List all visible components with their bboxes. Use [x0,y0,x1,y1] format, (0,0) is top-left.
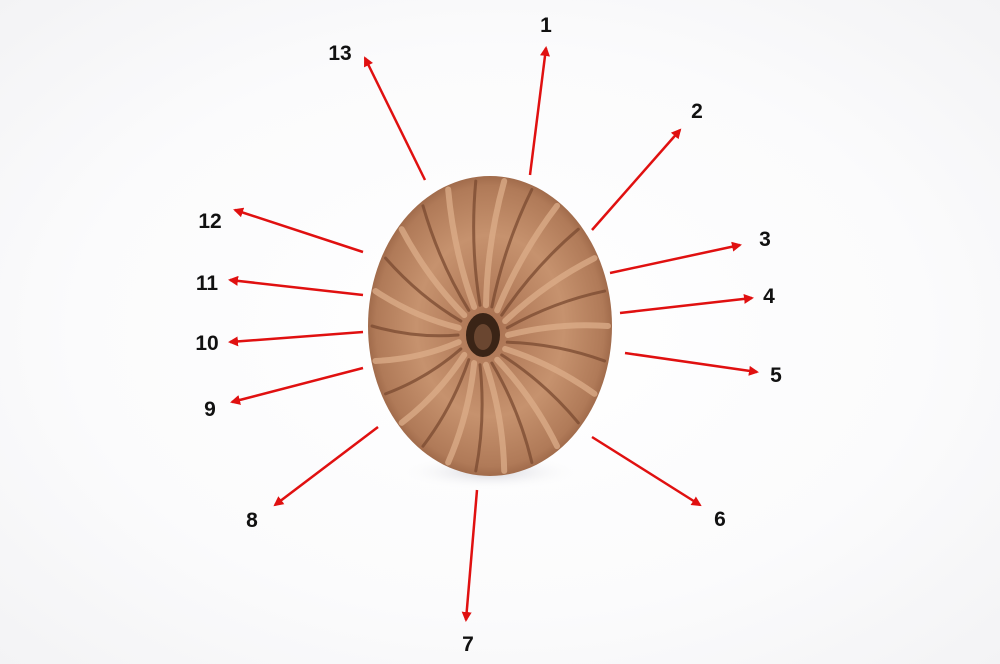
bead-ridge [490,361,534,465]
bead-ridge [445,360,478,466]
facet-label-5: 5 [770,364,782,387]
bead-ridges [370,178,611,474]
arrow-line [591,435,702,507]
bead-ridge [384,347,463,396]
arrow-5: 5 [624,351,782,387]
bead-ridge [474,363,484,473]
arrow-2: 2 [591,100,703,231]
bead-ridge [502,255,598,325]
bead-ridge [398,351,468,426]
arrow-line [591,128,682,231]
facet-label-8: 8 [246,509,258,532]
arrow-line [363,56,427,181]
arrow-line [528,46,550,176]
bead-ridge [494,356,561,450]
arrow-13: 13 [328,42,427,181]
arrow-1: 1 [528,14,552,176]
bead-ridge [500,353,580,425]
bead-ridge [483,178,508,309]
facet-label-12: 12 [198,210,221,233]
bead-ridge [505,289,607,330]
facet-label-13: 13 [328,42,351,65]
bead-ridge [398,226,468,319]
bead-ridge [472,179,482,307]
arrow-4: 4 [619,285,775,315]
arrow-11: 11 [196,272,364,297]
facet-label-9: 9 [204,398,216,421]
bead-ridge [500,227,580,317]
arrow-8: 8 [246,426,379,532]
bead-ridge [370,324,460,338]
bead-ridge [421,358,471,448]
bead-ridge [494,202,561,314]
bead-ridge [421,204,471,312]
facet-label-4: 4 [763,285,775,308]
bead-ridge [490,187,534,309]
arrow-line [609,241,742,275]
arrow-10: 10 [195,330,364,355]
facet-label-7: 7 [462,633,474,656]
arrow-6: 6 [591,435,726,531]
bead-ridge [372,288,462,331]
facet-label-11: 11 [196,272,219,295]
arrow-line [624,351,759,376]
bead-ridge [445,186,478,310]
arrow-line [619,293,754,315]
arrow-line [461,489,479,622]
arrow-line [228,330,364,347]
arrow-3: 3 [609,228,771,275]
arrow-7: 7 [461,489,479,656]
bead-ridge [384,256,463,323]
rudraksha-bead [368,176,612,476]
bead-ridge [505,340,607,363]
facet-label-6: 6 [714,508,726,531]
facet-label-10: 10 [195,332,218,355]
facet-label-2: 2 [691,100,703,123]
bead-ridge [483,361,508,474]
bead-ridge [505,322,611,338]
arrow-line [228,275,364,297]
bead-ridge [502,345,598,397]
bead-ridge [372,339,462,364]
arrow-line [273,426,379,507]
arrow-9: 9 [204,366,364,421]
facet-label-1: 1 [540,14,552,37]
arrow-12: 12 [198,207,364,254]
arrow-line [233,207,364,254]
facet-label-3: 3 [759,228,771,251]
arrow-line [230,366,364,405]
